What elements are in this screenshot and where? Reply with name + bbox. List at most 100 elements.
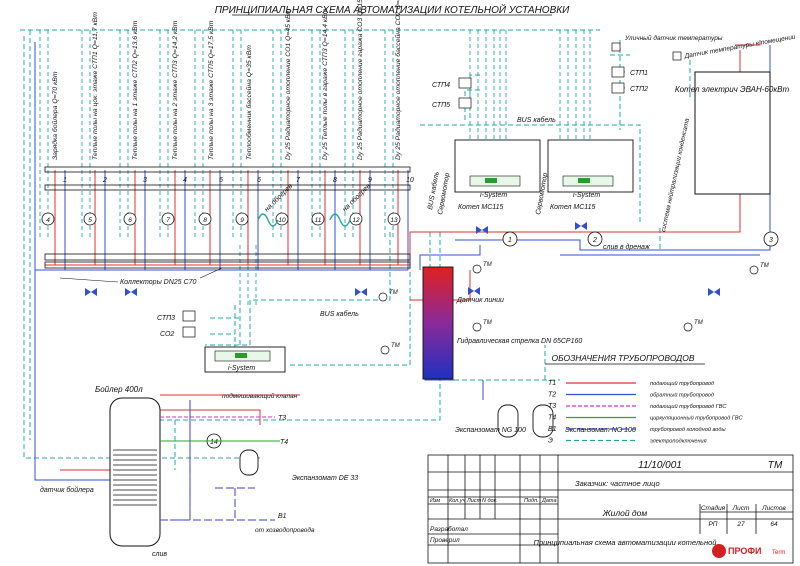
main-pumps [206, 231, 779, 449]
branch-pump-number: 5 [88, 217, 92, 224]
expansion-tanks [239, 404, 554, 476]
branch-pump-icon [275, 212, 289, 226]
legend-code: Т4 [548, 415, 556, 422]
branch-number: 2 [102, 177, 107, 184]
branch-number: 6 [257, 177, 261, 184]
pump-3-num: 3 [769, 237, 773, 244]
electric-boiler: Котел электрич ЭВАН-60кВт [675, 71, 790, 195]
branch-pump-number: 4 [46, 217, 50, 224]
isystem-1: i-System [480, 192, 507, 199]
label-collectors: Коллекторы DN25 С70 [120, 279, 196, 286]
branch-pump-number: 12 [352, 217, 360, 224]
label-stp1: СТП1 [630, 70, 648, 77]
label-na-obogrev-2: на обогрев [341, 182, 373, 214]
branch-number: 10 [406, 177, 414, 184]
pump-14-num: 14 [210, 439, 218, 446]
legend-code: В1 [548, 426, 557, 433]
branch-pump-icon [235, 212, 249, 226]
legend-text: циркуляционный трубопровод ГВС [650, 415, 743, 422]
stamp-code: 11/10/001 [638, 460, 682, 471]
branch-label: Dy 25 Теплые полы в гараже СТП3 Q=14,4 к… [322, 8, 329, 160]
isystem-3: i-System [228, 365, 255, 372]
branch-label: Dy 25 Радиаторное отопление СО1 Q=45 кВт [284, 8, 292, 160]
heat-exchanger-icons [257, 213, 351, 227]
hydraulic-arrow [422, 266, 454, 380]
stamp-h-koluch: Кол.уч [449, 498, 466, 504]
legend-code: Т3 [548, 403, 556, 410]
tm-label-4: ТМ [483, 320, 492, 326]
stamp-h-list: Лист [466, 498, 482, 504]
label-bus-1: BUS кабель [320, 310, 359, 318]
label-bus-2: BUS кабель [517, 116, 556, 124]
title-block [427, 454, 794, 564]
valves [85, 222, 720, 296]
branch-label: Зарядка бойлера Q=70 кВт [51, 71, 59, 160]
branch-pump-icon [123, 212, 137, 226]
stamp-h-podp: Подп. [524, 498, 539, 504]
label-mixing-valve: подмешивающий клапан [222, 392, 298, 400]
branch-pipes [34, 40, 771, 521]
label-line-sensor: Датчик линии [456, 297, 504, 304]
legend-text: подающий трубопровод ГВС [650, 403, 727, 410]
tm-label-2: ТМ [391, 343, 400, 349]
label-b1: В1 [278, 513, 287, 520]
branch-pump-number: 7 [166, 217, 170, 224]
legend-code: Т1 [548, 380, 556, 387]
branch-pump-icon [311, 212, 325, 226]
branch-pump-number: 10 [278, 217, 286, 224]
branch-pump-icon [83, 212, 97, 226]
stamp-drawing: Принципиальная схема автоматизации котел… [534, 538, 718, 547]
diagram-title: ПРИНЦИПИАЛЬНАЯ СХЕМА АВТОМАТИЗАЦИИ КОТЕЛ… [215, 3, 570, 16]
label-expansion-3: Экспанзомат DE 33 [292, 475, 358, 482]
branch-number: 3 [143, 177, 147, 184]
branch-number: 1 [63, 177, 67, 184]
branch-number: 7 [296, 177, 301, 184]
company-logo: ПРОФИ Term [712, 544, 785, 558]
stamp-sheets: 64 [770, 521, 778, 528]
branch-label: Теплые полы на цок. этаже СТП1 Q=11,7 кВ… [92, 12, 99, 160]
branch-pump-icon [161, 212, 175, 226]
label-outdoor-sensor: Уличный датчик температуры [624, 34, 723, 42]
branch-label: Теплые полы на 2 этаже СТП3 Q=14,2 кВт [172, 20, 179, 160]
label-boiler400: Бойлер 400л [95, 385, 143, 394]
collectors [44, 166, 411, 269]
branch-label: Dy 25 Радиаторное отопление бассейна СО2… [394, 0, 402, 160]
legend-text: электроподключения [650, 439, 707, 445]
branch-pump-number: 9 [240, 217, 244, 224]
stamp-object: Жилой дом [602, 508, 648, 518]
label-t4: Т4 [280, 439, 288, 446]
branch-pump-number: 11 [315, 217, 322, 224]
isystem-2: i-System [573, 192, 600, 199]
legend-title: ОБОЗНАЧЕНИЯ ТРУБОПРОВОДОВ [552, 353, 695, 363]
label-kotel-1: Котел МС115 [458, 204, 504, 211]
label-stp3: СТП3 [157, 315, 175, 322]
dhw-boiler [109, 397, 161, 547]
system-controller: i-System [204, 346, 286, 373]
legend-code: Э [548, 438, 553, 445]
branch-pump-number: 13 [390, 217, 398, 224]
pump-1-num: 1 [508, 237, 512, 244]
stamp-stage: РП [708, 521, 717, 528]
legend-text: подающий трубопровод [650, 380, 714, 387]
stamp-sheet-h: Лист [732, 505, 750, 512]
label-kotel-2: Котел МС115 [550, 204, 596, 211]
branch-label: Dy 25 Радиаторное отопление гаража СО3 Q… [356, 0, 364, 160]
branch-pump-number: 6 [128, 217, 132, 224]
label-drain-2: слив [152, 551, 167, 558]
branch-number: 5 [219, 177, 223, 184]
label-stp4: СТП4 [432, 82, 450, 89]
stamp-sheets-h: Листов [761, 505, 786, 512]
stamp-developed: Разработал [430, 525, 468, 533]
label-co2: СО2 [160, 331, 174, 338]
thermometers [378, 264, 759, 355]
legend-code: Т2 [548, 392, 556, 399]
electric-boiler-label: Котел электрич ЭВАН-60кВт [675, 85, 790, 94]
branch-pump-icon [387, 212, 401, 226]
label-stp2: СТП2 [630, 86, 648, 93]
pump-2-num: 2 [592, 237, 597, 244]
tm-label-5: ТМ [760, 263, 769, 269]
